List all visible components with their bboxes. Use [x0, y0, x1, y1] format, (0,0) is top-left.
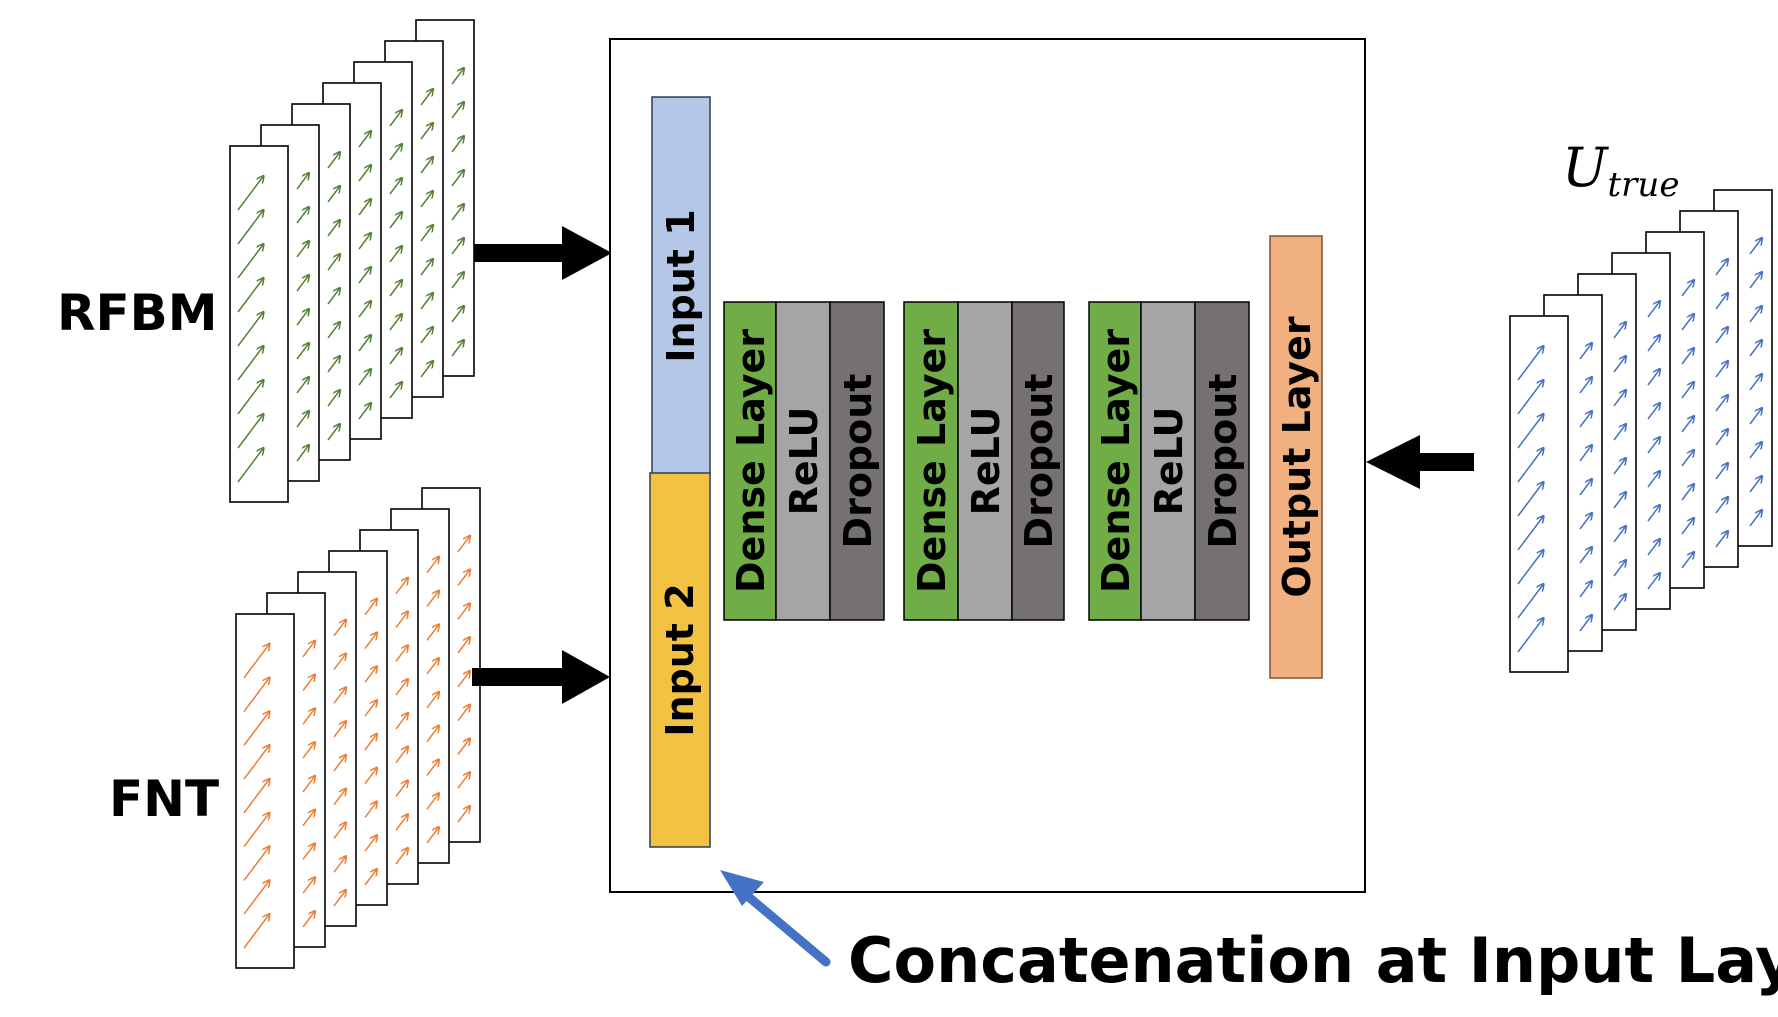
relu-layer-1 [775, 301, 831, 621]
rfbm-input-arrow [474, 226, 612, 280]
hidden-block-3: Dense Layer ReLU Dropout [1088, 301, 1250, 621]
fnt-input-arrow [472, 650, 610, 704]
rfbm-sheet-1 [229, 145, 289, 503]
dense-layer-1 [723, 301, 777, 621]
dense-layer-2 [903, 301, 959, 621]
hidden-block-1: Dense Layer ReLU Dropout [723, 301, 885, 621]
rfbm-label: RFBM [57, 284, 218, 342]
dense-layer-2-label: Dense Layer [910, 329, 954, 593]
dense-layer-3-label: Dense Layer [1094, 329, 1138, 593]
output-layer: Output Layer [1269, 235, 1323, 679]
input-1-layer: Input 1 [651, 96, 711, 476]
dropout-layer-2-label: Dropout [1017, 374, 1061, 549]
dropout-layer-1 [829, 301, 885, 621]
utrue-label: Utrue [1562, 136, 1679, 205]
utrue-sheet-stack [1509, 189, 1773, 673]
rfbm-sheet-stack [229, 19, 475, 503]
output-layer-label: Output Layer [1275, 316, 1319, 597]
fnt-sheet-1 [235, 613, 295, 969]
utrue-target-arrow [1366, 435, 1474, 489]
fnt-label: FNT [109, 770, 219, 828]
hidden-block-2: Dense Layer ReLU Dropout [903, 301, 1065, 621]
dense-layer-3 [1088, 301, 1142, 621]
dropout-layer-3 [1194, 301, 1250, 621]
dropout-layer-3-label: Dropout [1201, 374, 1245, 549]
relu-layer-2 [957, 301, 1013, 621]
concatenation-caption: Concatenation at Input Layer [848, 924, 1778, 997]
utrue-sheet-1 [1509, 315, 1569, 673]
relu-layer-1-label: ReLU [782, 407, 826, 516]
input-2-label: Input 2 [658, 583, 702, 736]
input-1-label: Input 1 [659, 209, 703, 362]
input-2-layer: Input 2 [649, 472, 711, 848]
relu-layer-3-label: ReLU [1147, 407, 1191, 516]
relu-layer-3 [1140, 301, 1196, 621]
concatenation-pointer-arrow [720, 870, 831, 967]
relu-layer-2-label: ReLU [964, 407, 1008, 516]
dense-layer-1-label: Dense Layer [729, 329, 773, 593]
dropout-layer-1-label: Dropout [836, 374, 880, 549]
dropout-layer-2 [1011, 301, 1065, 621]
fnt-sheet-stack [235, 487, 481, 969]
